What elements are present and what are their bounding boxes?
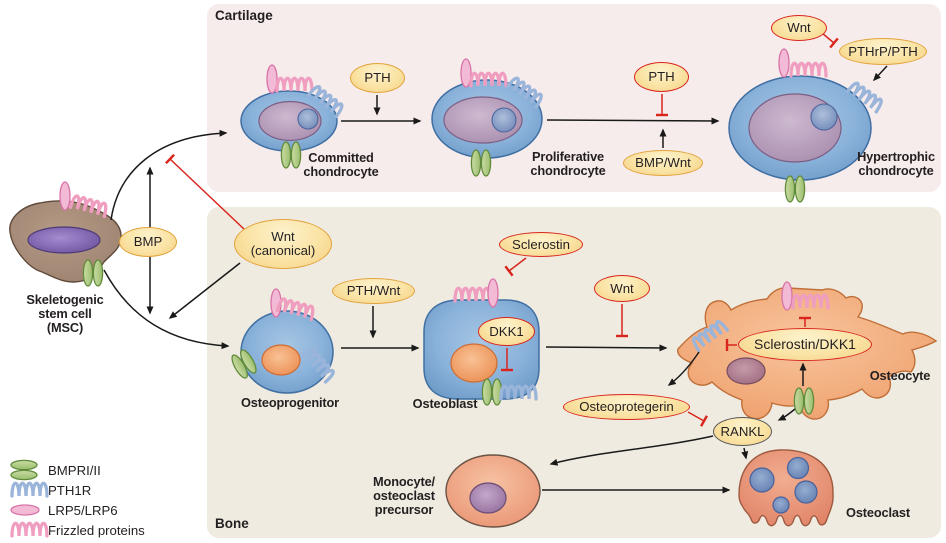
osteoclast-cell xyxy=(738,449,834,527)
rankl-badge: RANKL xyxy=(713,417,772,446)
inhibit-wnt-canonical-chondrogenesis xyxy=(165,153,246,231)
monocyte-cell xyxy=(445,454,541,528)
arrow-wnt-canonical-to-osteolineage xyxy=(168,262,241,319)
legend-item-pth1r: PTH1R xyxy=(48,483,92,498)
arrow-msc-to-osteoprogenitor xyxy=(103,269,230,350)
committed-chondrocyte-cell xyxy=(240,90,338,152)
proliferative-chondrocyte-cell xyxy=(431,79,543,159)
frizzled-receptor-icon xyxy=(10,521,49,538)
lrp-receptor-icon xyxy=(59,181,71,211)
pth-signal-badge: PTH xyxy=(350,63,405,93)
msc-cell xyxy=(9,200,122,283)
wnt-hypertrophic-badge: Wnt xyxy=(771,15,827,41)
msc-label: Skeletogenic stem cell (MSC) xyxy=(26,292,104,335)
nucleus xyxy=(772,496,790,514)
arrow-osteoblast-to-osteocyte xyxy=(545,344,668,352)
nucleolus xyxy=(297,108,319,130)
committed-chondrocyte-label: Committed chondrocyte xyxy=(303,150,379,179)
sclerostin-dkk1-badge: Sclerostin/DKK1 xyxy=(738,328,872,361)
pthrp-pth-badge: PTHrP/PTH xyxy=(839,38,927,65)
osteoprogenitor-label: Osteoprogenitor xyxy=(241,395,339,410)
msc-nucleus xyxy=(27,226,101,254)
osteoblast-cell xyxy=(423,299,540,400)
nucleus xyxy=(726,357,766,385)
osteocyte-label: Osteocyte xyxy=(869,368,931,383)
osteoblast-label: Osteoblast xyxy=(412,396,478,411)
sclerostin-badge: Sclerostin xyxy=(499,232,583,257)
bmpr-receptor-icon xyxy=(10,459,38,481)
lrp-receptor-icon xyxy=(487,278,499,308)
legend-item-frizzled: Frizzled proteins xyxy=(48,523,145,538)
arrow-osteocyte-to-osteoprotegerin xyxy=(667,351,700,386)
bmp-wnt-badge: BMP/Wnt xyxy=(623,150,703,176)
pth-wnt-badge: PTH/Wnt xyxy=(332,278,415,304)
arrow-rankl-to-monocyte xyxy=(549,435,714,466)
pth-inhibit-badge: PTH xyxy=(634,62,689,92)
arrow-proliferative-to-hypertrophic xyxy=(546,117,720,125)
lrp-receptor-icon xyxy=(781,281,793,311)
arrow-rankl-to-osteoclast xyxy=(741,447,749,460)
inhibit-osteoprotegerin-rankl xyxy=(687,411,708,427)
bone-panel-title: Bone xyxy=(215,516,249,531)
hypertrophic-chondrocyte-label: Hypertrophic chondrocyte xyxy=(857,149,935,178)
monocyte-precursor-label: Monocyte/ osteoclast precursor xyxy=(373,474,435,517)
legend-item-lrp: LRP5/LRP6 xyxy=(48,503,118,518)
pth1r-receptor-icon xyxy=(10,481,49,498)
arrow-msc-to-committed xyxy=(110,129,228,221)
osteoprotegerin-badge: Osteoprotegerin xyxy=(563,394,690,420)
wnt-canonical-badge: Wnt (canonical) xyxy=(234,219,332,269)
nucleus xyxy=(450,343,498,383)
lrp-receptor-icon xyxy=(10,504,40,516)
cartilage-panel-title: Cartilage xyxy=(215,8,273,23)
proliferative-chondrocyte-label: Proliferative chondrocyte xyxy=(530,149,606,178)
wnt-bone-badge: Wnt xyxy=(594,275,650,302)
lrp-receptor-icon xyxy=(778,48,790,78)
inhibit-sclerostin-osteoblast xyxy=(504,257,527,277)
nucleus xyxy=(794,480,818,504)
arrow-pthrp-to-pth1r xyxy=(872,65,888,82)
legend-icons xyxy=(10,459,49,538)
bmp-signal-badge: BMP xyxy=(119,227,177,257)
nucleolus xyxy=(491,107,517,133)
inhibition-lines xyxy=(165,32,839,427)
nucleus xyxy=(786,456,810,480)
nucleus xyxy=(469,482,507,514)
nucleus xyxy=(261,344,301,376)
osteoprogenitor-cell xyxy=(240,310,334,394)
arrow-osteocyte-to-rankl xyxy=(777,408,796,421)
osteoclast-label: Osteoclast xyxy=(846,505,910,520)
inhibit-wnt-pthrp xyxy=(821,32,839,49)
hypertrophic-chondrocyte-cell xyxy=(728,75,872,181)
nucleolus xyxy=(810,103,838,131)
nucleus xyxy=(749,467,775,493)
dkk1-badge: DKK1 xyxy=(478,317,535,346)
legend-item-bmpr: BMPRI/II xyxy=(48,463,101,478)
